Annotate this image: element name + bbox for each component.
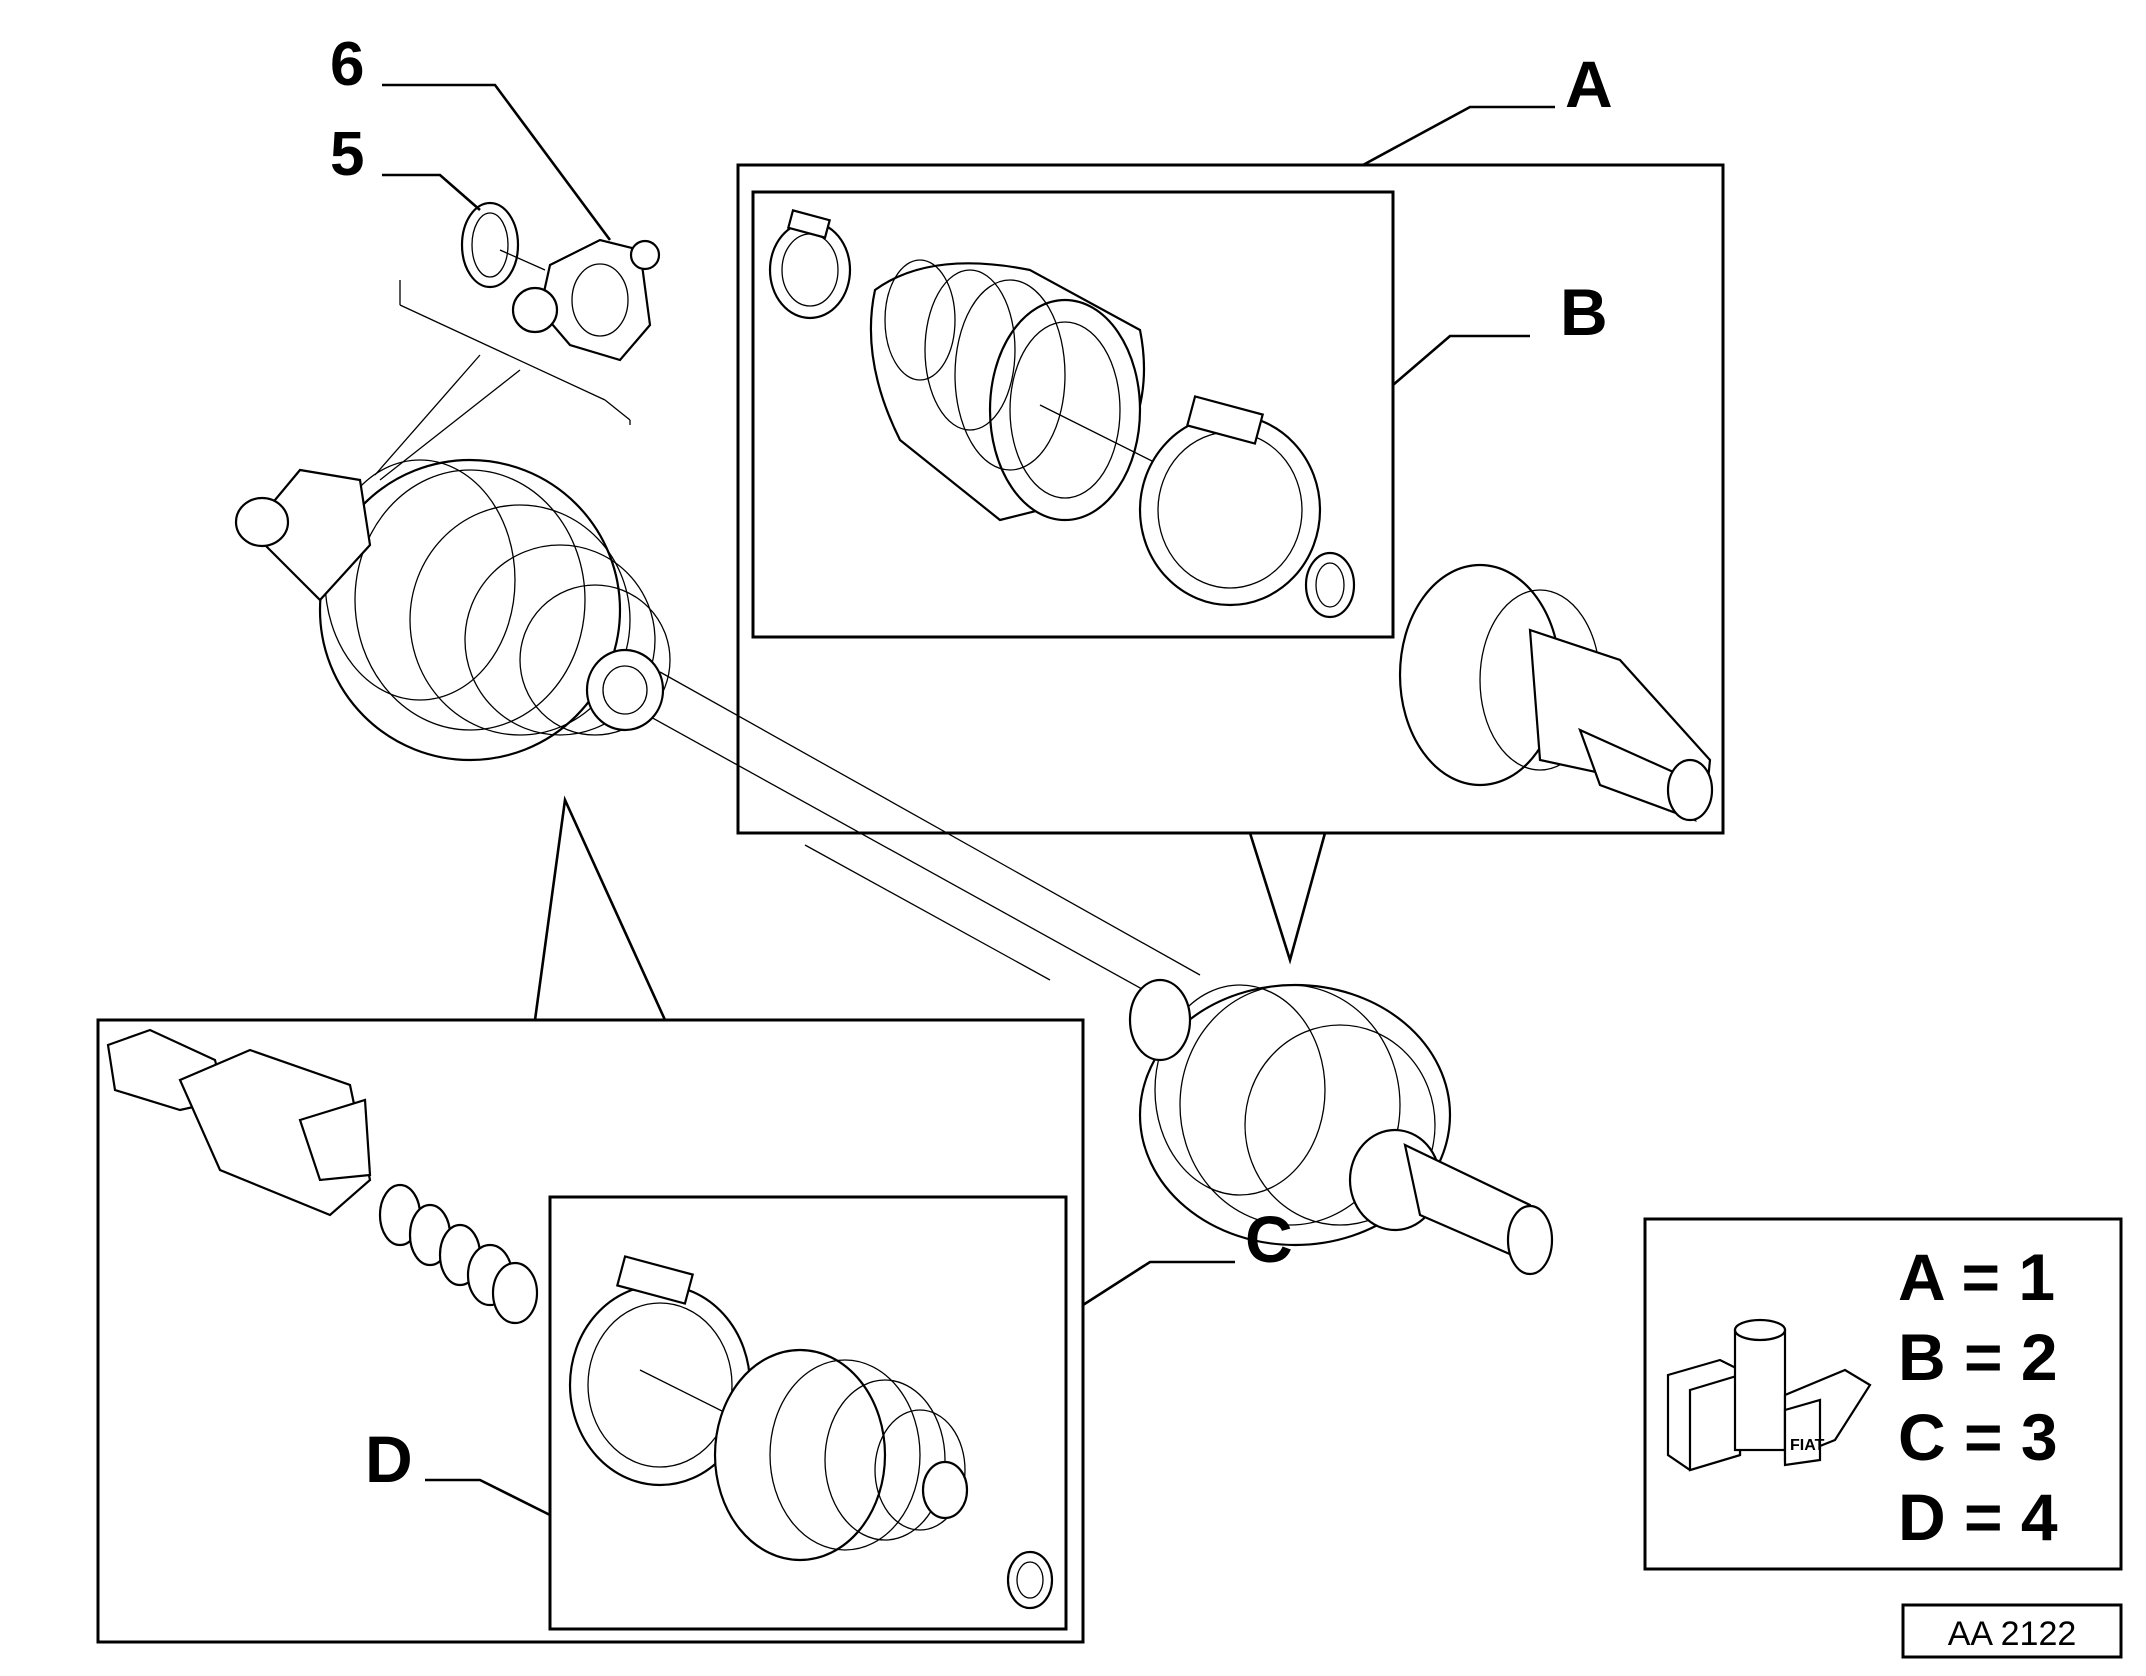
detail-box-D <box>548 1195 1068 1631</box>
detail-box-C <box>96 1018 1085 1644</box>
leader-C <box>1082 1260 1235 1307</box>
tripod-housing-C <box>106 1028 372 1217</box>
drive-shaft <box>619 671 1201 1011</box>
large-clamp-B <box>1138 395 1322 607</box>
legend-row-2: B = 2 <box>1898 1320 2058 1394</box>
inner-boot-D <box>713 1348 969 1562</box>
legend-row-4: D = 4 <box>1898 1480 2058 1554</box>
spring-C <box>378 1183 539 1325</box>
leader-A <box>1362 105 1555 167</box>
kit-legend-box <box>1643 1217 2123 1571</box>
leader-6 <box>382 83 612 241</box>
tripod-joint-6 <box>511 238 661 362</box>
pointer-A <box>1248 832 1327 965</box>
callout-D: D <box>365 1422 413 1496</box>
outer-cv-boot <box>1128 978 1554 1276</box>
leader-5 <box>382 173 481 211</box>
callout-B: B <box>1560 275 1608 349</box>
small-clamp-B <box>768 209 852 320</box>
small-clamp-D <box>1006 1550 1054 1610</box>
outer-boot-B <box>869 259 1146 522</box>
callout-C: C <box>1245 1202 1293 1276</box>
kit-brand-label: FIAT <box>1790 1437 1825 1454</box>
legend-row-3: C = 3 <box>1898 1400 2058 1474</box>
figure-code: AA 2122 <box>1948 1615 2077 1653</box>
legend-row-1: A = 1 <box>1898 1240 2055 1314</box>
callout-6: 6 <box>330 30 364 99</box>
snap-ring-5 <box>460 201 520 289</box>
repair-kit-icon: FIAT <box>1666 1318 1872 1472</box>
outer-cv-joint <box>1398 563 1714 822</box>
pointer-C <box>533 795 667 1021</box>
circlip-B <box>1304 551 1356 619</box>
leader-D <box>425 1478 551 1517</box>
leader-B <box>1392 334 1530 386</box>
callout-A: A <box>1565 47 1613 121</box>
detail-box-A <box>736 163 1725 835</box>
figure-code-box <box>1901 1603 2123 1659</box>
callout-5: 5 <box>330 120 364 189</box>
detail-box-B <box>751 190 1395 639</box>
inner-cv-boot <box>234 458 671 762</box>
